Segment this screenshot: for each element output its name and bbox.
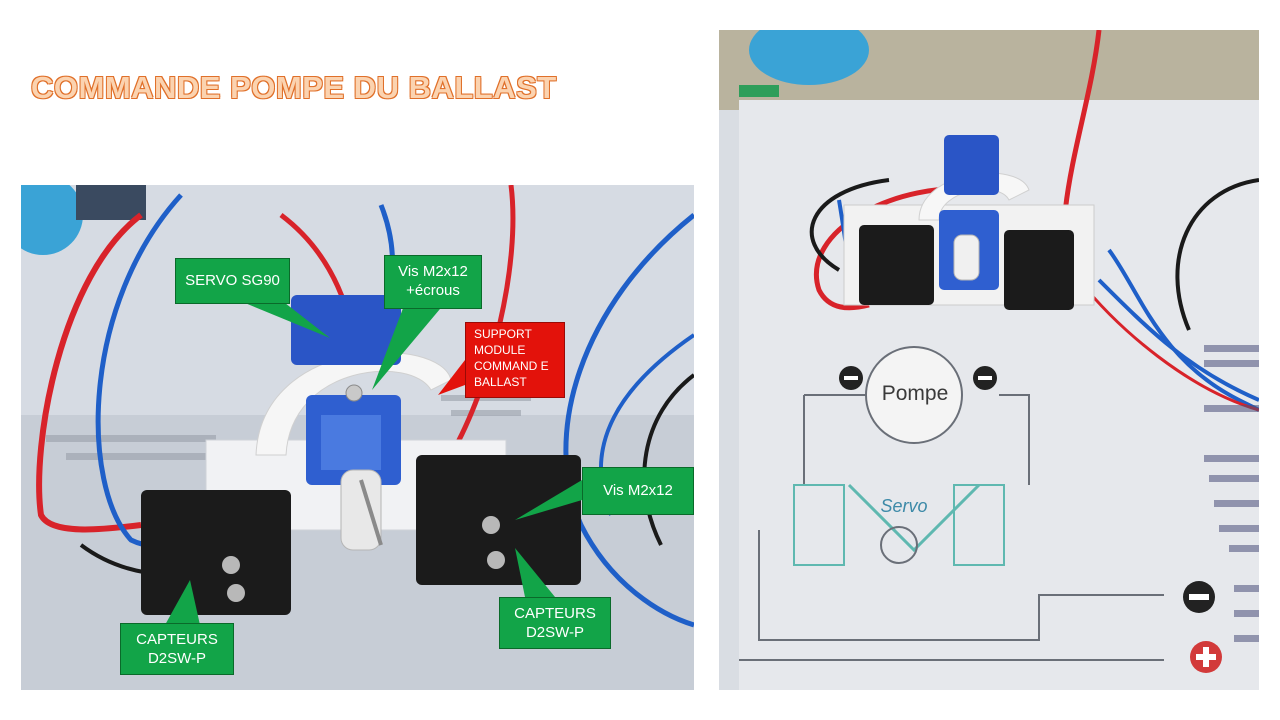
right-photo-illustration bbox=[719, 30, 1259, 690]
sensors-left-callout-line2: D2SW-P bbox=[147, 650, 207, 667]
support-callout-text: SUPPORT MODULE COMMAND E BALLAST bbox=[474, 327, 549, 389]
sensors-right-callout-line2: D2SW-P bbox=[525, 624, 585, 641]
servo-label: Servo bbox=[880, 496, 928, 516]
pump-label: Pompe bbox=[881, 382, 949, 405]
screw-callout-text: Vis M2x12 bbox=[603, 482, 673, 499]
screw-callout: Vis M2x12 bbox=[582, 467, 694, 515]
left-photo-illustration bbox=[21, 185, 694, 690]
sensors-left-callout-line1: CAPTEURS bbox=[136, 631, 218, 648]
sensors-left-callout: CAPTEURS D2SW-P bbox=[120, 623, 234, 675]
servo-callout-text: SERVO SG90 bbox=[185, 272, 280, 289]
right-photo: Pompe Servo bbox=[719, 30, 1259, 690]
screw-nuts-callout-line2: +écrous bbox=[406, 282, 460, 299]
support-callout: SUPPORT MODULE COMMAND E BALLAST bbox=[465, 322, 565, 398]
sensors-right-callout: CAPTEURS D2SW-P bbox=[499, 597, 611, 649]
screw-nuts-callout: Vis M2x12 +écrous bbox=[384, 255, 482, 309]
slide-title: COMMANDE POMPE DU BALLAST bbox=[31, 70, 557, 105]
screw-nuts-callout-line1: Vis M2x12 bbox=[398, 263, 468, 280]
left-photo bbox=[21, 185, 694, 690]
servo-callout: SERVO SG90 bbox=[175, 258, 290, 304]
sensors-right-callout-line1: CAPTEURS bbox=[514, 605, 596, 622]
